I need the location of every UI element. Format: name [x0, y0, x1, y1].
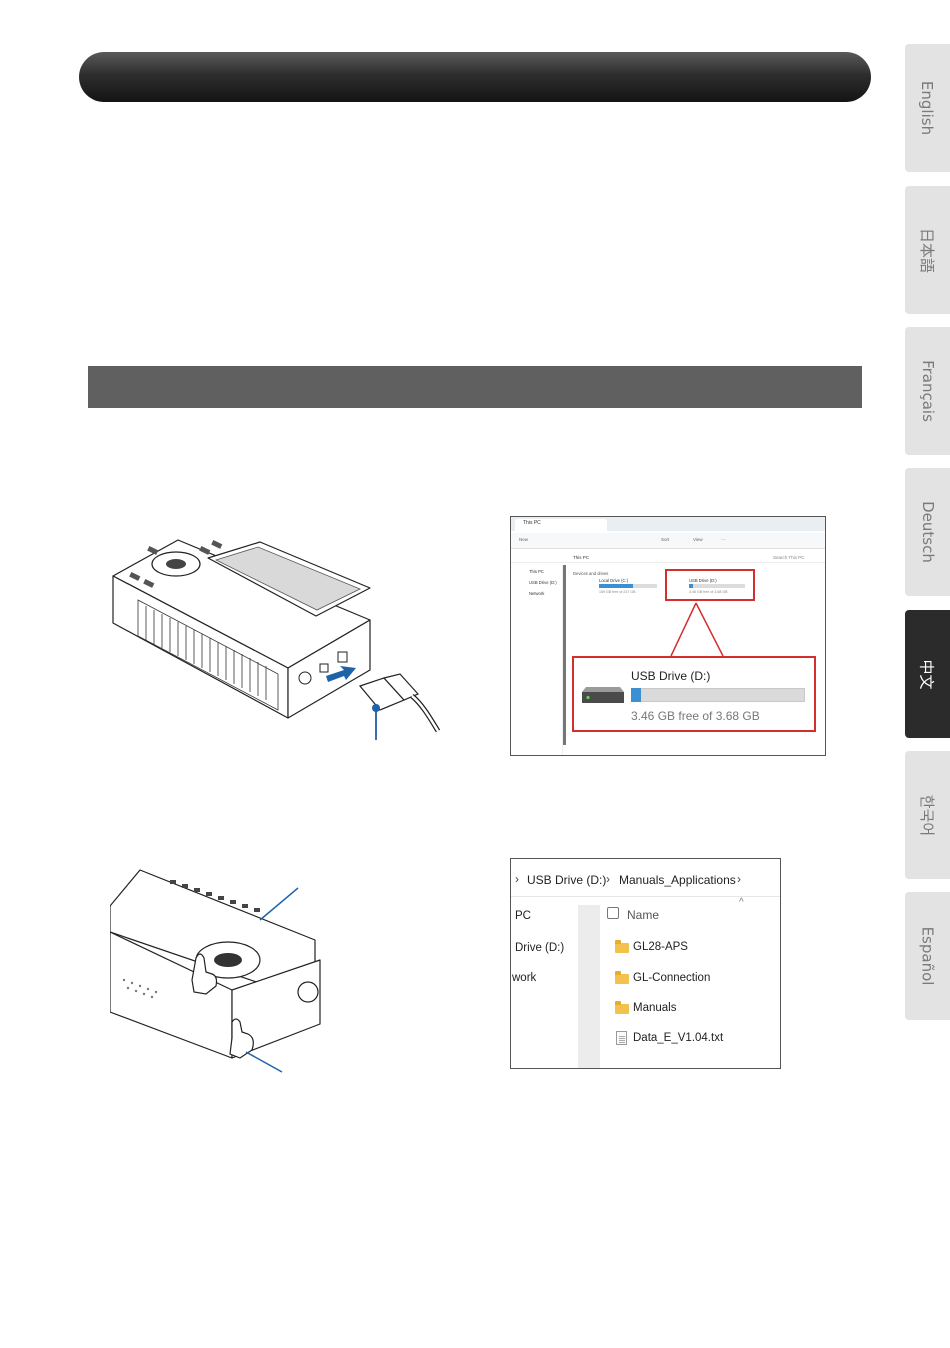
new-button[interactable]: New [519, 537, 529, 542]
usb-drive-usage-bar [689, 584, 745, 588]
lang-tab-label: Deutsch [918, 501, 937, 563]
lang-tab-chinese[interactable]: 中文 [905, 610, 950, 738]
explorer-tab-title: This PC [523, 520, 541, 526]
folder-icon [615, 971, 629, 984]
folder-icon [615, 1001, 629, 1014]
usb-drive-usage-fill [689, 584, 693, 588]
breadcrumb-usb-drive[interactable]: USB Drive (D:) [527, 873, 607, 887]
file-explorer-usb-drive: › USB Drive (D:) › Manuals_Applications … [510, 858, 781, 1069]
local-drive-free: 159 GB free of 237 GB [599, 590, 636, 594]
list-item[interactable]: GL-Connection [633, 972, 711, 984]
sort-button[interactable]: Sort [661, 537, 670, 542]
list-item[interactable]: GL28-APS [633, 941, 688, 953]
lang-tab-label: 한국어 [918, 794, 936, 836]
lang-tab-label: Français [918, 360, 937, 422]
chevron-right-icon: › [737, 872, 741, 886]
section-header-bar [88, 366, 862, 408]
chevron-right-icon: › [515, 872, 519, 886]
search-input[interactable]: Search This PC [773, 555, 805, 560]
lang-tab-korean[interactable]: 한국어 [905, 751, 950, 879]
nav-item-usb-drive[interactable]: USB Drive (D:) [529, 580, 557, 585]
explorer-tab[interactable] [515, 519, 607, 531]
local-drive-usage-fill [599, 584, 633, 588]
folder-icon [615, 940, 629, 953]
column-header-name[interactable]: Name [627, 908, 660, 922]
list-item[interactable]: Manuals [633, 1002, 677, 1014]
zoom-connector [563, 565, 724, 745]
lang-tab-english[interactable]: English [905, 44, 950, 172]
file-explorer-this-pc: This PC New Sort View ··· This PC Search… [510, 516, 826, 756]
usb-drive-highlight [665, 569, 755, 601]
title-banner [79, 52, 871, 102]
devices-section-label: Devices and drives [573, 571, 609, 576]
lang-tab-german[interactable]: Deutsch [905, 468, 950, 596]
zoom-drive-free: 3.46 GB free of 3.68 GB [631, 709, 760, 723]
drive-icon [582, 687, 624, 703]
nav-item-usb-drive[interactable]: Drive (D:) [515, 942, 565, 954]
logger-usb-connection-illustration [112, 539, 441, 740]
lang-tab-label: English [918, 80, 937, 136]
breadcrumb-manuals-applications[interactable]: Manuals_Applications [619, 873, 736, 887]
navigation-scrollbar[interactable] [578, 905, 600, 1068]
nav-item-network[interactable]: work [512, 972, 537, 984]
more-button[interactable]: ··· [721, 537, 726, 542]
nav-item-network[interactable]: Network [529, 591, 545, 596]
usb-drive-zoom-box: USB Drive (D:) 3.46 GB free of 3.68 GB [572, 656, 816, 732]
usb-drive-free: 3.46 GB free of 3.68 GB [689, 590, 728, 594]
local-drive-name[interactable]: Local Drive (C:) [599, 578, 629, 583]
text-file-icon [616, 1031, 627, 1045]
zoom-drive-name: USB Drive (D:) [631, 669, 711, 683]
lang-tab-label: 中文 [917, 658, 936, 690]
address-bar [511, 551, 825, 563]
chevron-right-icon: › [606, 872, 610, 886]
lang-tab-label: 日本語 [918, 227, 937, 273]
address-text[interactable]: This PC [573, 555, 590, 560]
nav-item-this-pc[interactable]: This PC [529, 569, 544, 574]
nav-item-this-pc[interactable]: PC [515, 910, 531, 922]
select-all-checkbox[interactable] [607, 907, 619, 919]
zoom-usage-fill [631, 688, 641, 702]
explorer-toolbar [511, 533, 825, 549]
breadcrumb [511, 859, 780, 897]
lang-tab-label: Español [918, 926, 937, 986]
lang-tab-spanish[interactable]: Español [905, 892, 950, 1020]
navigation-pane [511, 565, 563, 755]
zoom-usage-bar [631, 688, 805, 702]
logger-button-press-illustration [110, 869, 321, 1073]
lang-tab-japanese[interactable]: 日本語 [905, 186, 950, 314]
list-item[interactable]: Data_E_V1.04.txt [633, 1032, 724, 1044]
sort-caret-icon: ^ [739, 897, 744, 908]
view-button[interactable]: View [693, 537, 703, 542]
lang-tab-french[interactable]: Français [905, 327, 950, 455]
usb-drive-name[interactable]: USB Drive (D:) [689, 578, 717, 583]
